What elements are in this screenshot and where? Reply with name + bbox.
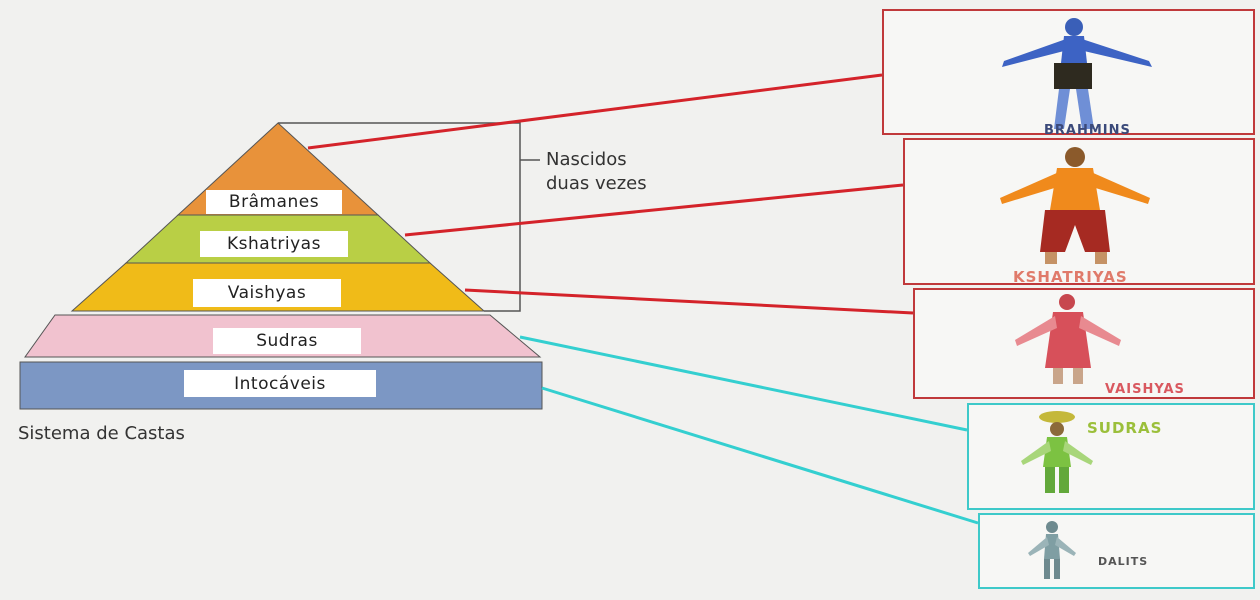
label-vaishyas: Vaishyas: [193, 279, 341, 307]
blue-figure-icon: [1002, 18, 1152, 129]
grey-figure-icon: [1028, 521, 1076, 579]
panel-dalits: DALITS: [978, 513, 1255, 589]
connector-intocaveis: [541, 386, 979, 525]
label-bramanes: Brâmanes: [206, 190, 342, 214]
caption-sudras: SUDRAS: [1087, 419, 1163, 437]
orange-figure-icon: [1000, 147, 1150, 264]
panel-brahmins: BRAHMINS: [882, 9, 1255, 138]
twice-born-bracket: [278, 122, 521, 312]
twice-born-label: Nascidos duas vezes: [546, 149, 647, 194]
connector-bramanes: [307, 73, 883, 150]
caption-brahmins: BRAHMINS: [1044, 123, 1131, 138]
connector-vaishyas: [464, 288, 914, 315]
caption-vaishyas: VAISHYAS: [1105, 382, 1185, 397]
label-sudras: Sudras: [213, 328, 361, 354]
green-figure-icon: [1021, 411, 1093, 493]
panel-vaishyas: VAISHYAS: [913, 288, 1255, 399]
connector-kshatriyas: [404, 183, 904, 237]
caption-kshatriyas: KSHATRIYAS: [1013, 268, 1128, 286]
caption-dalits: DALITS: [1098, 555, 1149, 568]
connector-sudras: [519, 335, 968, 432]
red-figure-icon: [1015, 294, 1121, 384]
label-intocaveis: Intocáveis: [184, 370, 376, 397]
panel-sudras: SUDRAS: [967, 403, 1255, 510]
label-kshatriyas: Kshatriyas: [200, 231, 348, 257]
panel-kshatriyas: KSHATRIYAS: [903, 138, 1255, 286]
diagram-title: Sistema de Castas: [18, 423, 185, 444]
